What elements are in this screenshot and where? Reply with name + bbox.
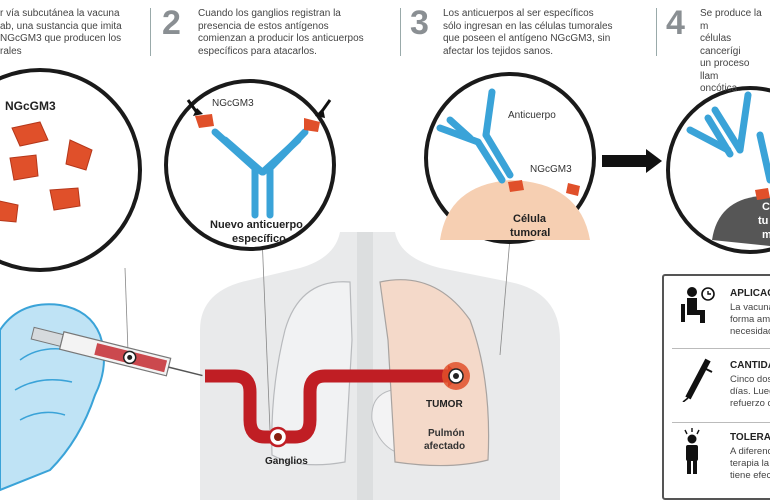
step-1-text: r vía subcutánea la vacuna ab, una susta… — [0, 8, 122, 57]
antibody-icon-3 — [436, 88, 514, 184]
dead-cell — [712, 196, 770, 246]
info-legend: APLICACIÓ La vacuna forma am necesidad C… — [662, 274, 770, 500]
connector-3 — [499, 237, 511, 356]
person-alert-icon — [684, 428, 700, 474]
syringe-icon — [682, 358, 713, 402]
syringe — [30, 326, 203, 377]
circle3-antibody-label: Anticuerpo — [508, 110, 556, 121]
step-2-text: Cuando los ganglios registran la presenc… — [198, 8, 364, 57]
circle-vaccine — [0, 68, 142, 272]
tumor-cell-3 — [440, 180, 590, 240]
arrow-3-4 — [602, 155, 646, 167]
step-separator — [150, 8, 151, 56]
circle4-cell-2: tu — [758, 215, 768, 227]
step-separator — [656, 8, 657, 56]
step-4-text: Se produce la m células cancerígi un pro… — [700, 8, 762, 94]
antibody-icon-2 — [211, 128, 309, 219]
connector-1 — [124, 267, 129, 353]
circle3-antigen-label: NGcGM3 — [530, 164, 572, 175]
circle3-cell-2: tumoral — [510, 227, 550, 239]
antibody-icon-4 — [686, 91, 770, 184]
trachea — [357, 232, 373, 500]
lung-label-2: afectado — [424, 441, 465, 452]
person-clock-icon — [681, 287, 715, 323]
body-silhouette — [200, 232, 560, 500]
circle4-cell-3: m — [762, 229, 770, 241]
circle2-antigen-label: NGcGM3 — [212, 98, 254, 109]
circle3-cell-1: Célula — [513, 213, 547, 225]
circle2-caption-1: Nuevo anticuerpo — [210, 219, 303, 231]
legend-divider — [672, 348, 770, 349]
circle2-caption-2: específico — [232, 233, 286, 245]
lung-label-1: Pulmón — [428, 428, 465, 439]
step-2-number: 2 — [162, 4, 181, 42]
circle1-label: NGcGM3 — [5, 99, 56, 113]
antigen-small-left — [195, 114, 214, 128]
step-3-number: 3 — [410, 4, 429, 42]
step-3-text: Los anticuerpos al ser específicos sólo … — [443, 8, 613, 57]
legend-divider — [672, 422, 770, 423]
connector-2 — [261, 235, 271, 431]
circle4-cell-1: C — [762, 201, 770, 213]
antigen-small-right — [304, 118, 320, 132]
tumor-label: TUMOR — [426, 399, 463, 410]
step-separator — [400, 8, 401, 56]
antigen-particles — [0, 121, 93, 223]
step-4-number: 4 — [666, 4, 685, 42]
ganglios-label: Ganglios — [265, 456, 308, 467]
